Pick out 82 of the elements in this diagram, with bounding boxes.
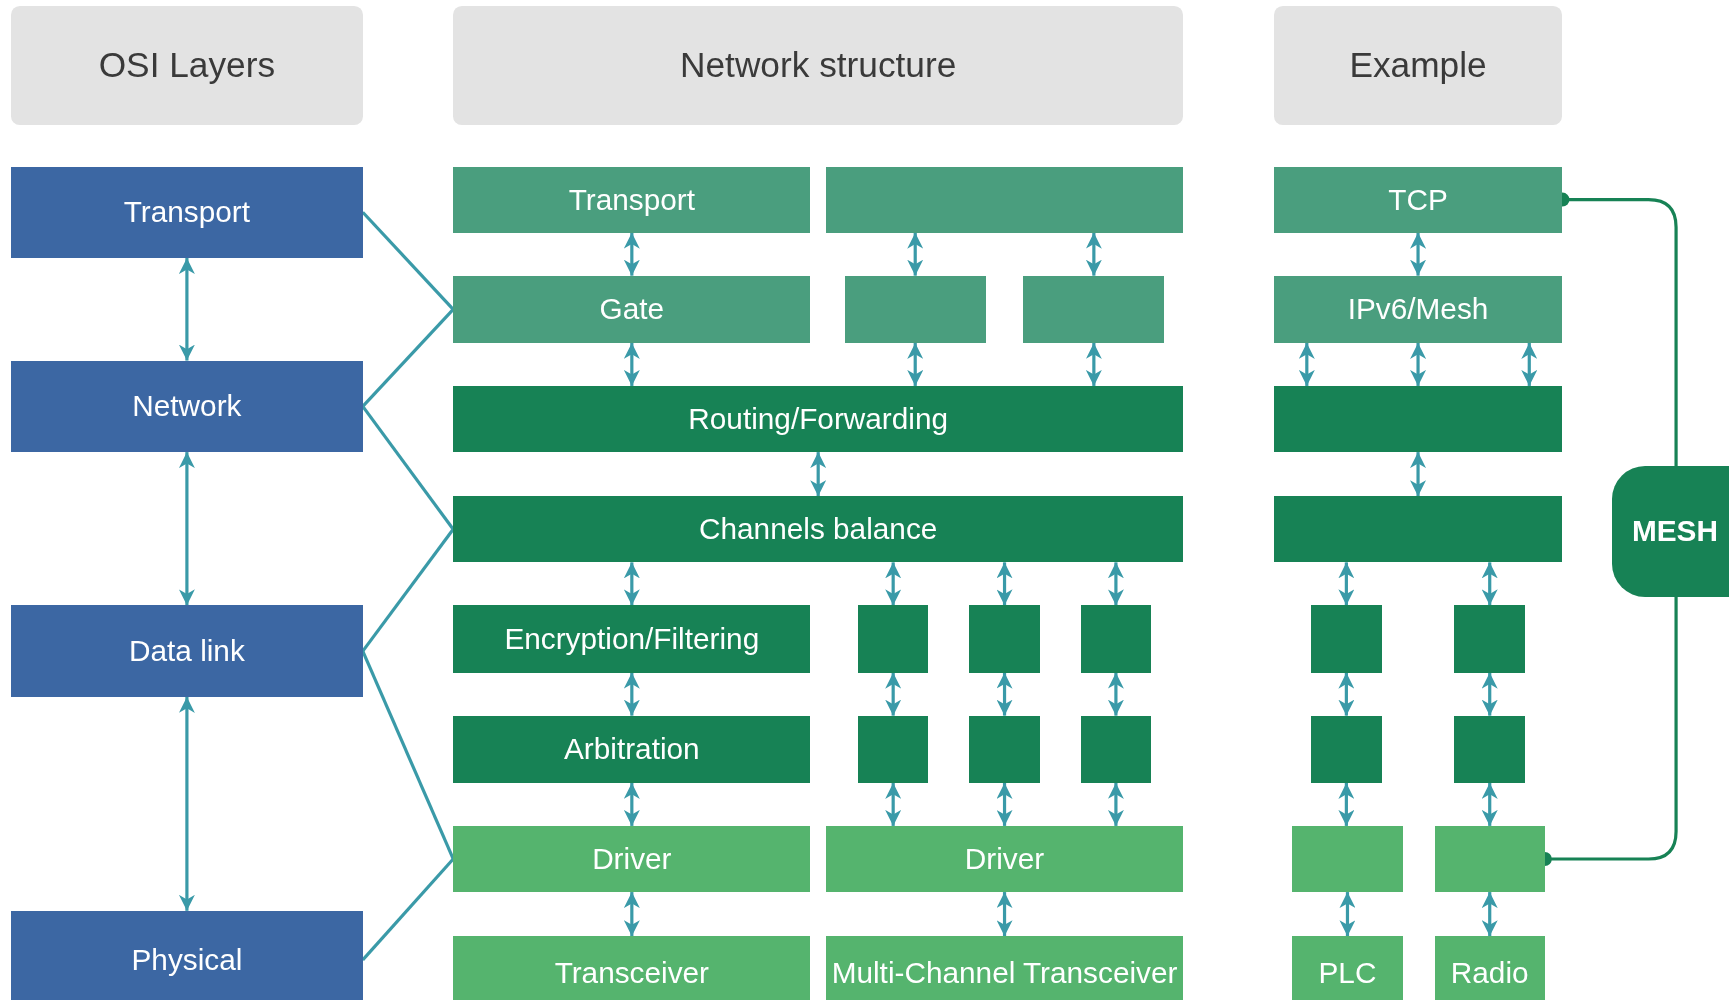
double-arrow — [1107, 672, 1124, 716]
layer-box — [1080, 605, 1152, 673]
double-arrow — [1085, 232, 1102, 276]
column-header: OSI Layers — [11, 5, 363, 125]
layer-box: Encryption/Filtering — [453, 605, 811, 673]
layer-box — [1311, 605, 1382, 673]
double-arrow — [996, 892, 1013, 937]
double-arrow — [996, 562, 1013, 606]
connector-line — [361, 857, 455, 961]
layer-box — [857, 605, 929, 673]
layer-box: Transport — [453, 166, 811, 233]
column-header: Example — [1273, 5, 1563, 125]
double-arrow — [1410, 452, 1427, 497]
double-arrow — [1481, 562, 1498, 606]
mesh-badge: MESH — [1612, 466, 1729, 597]
layer-box: Transceiver — [453, 936, 811, 1000]
layer-box — [825, 166, 1184, 233]
layer-box — [1434, 825, 1545, 893]
double-arrow — [885, 782, 902, 826]
layer-box: PLC — [1292, 936, 1403, 1000]
layer-box — [1080, 715, 1152, 783]
connector-line — [361, 211, 455, 311]
layer-box: Gate — [453, 275, 811, 343]
double-arrow — [810, 452, 827, 497]
double-arrow — [623, 562, 640, 606]
layer-box: Routing/Forwarding — [453, 385, 1184, 453]
double-arrow — [623, 342, 640, 386]
layer-box — [844, 275, 986, 343]
layer-box — [969, 715, 1040, 783]
double-arrow — [623, 782, 640, 826]
double-arrow — [1338, 782, 1355, 826]
double-arrow — [1107, 782, 1124, 826]
double-arrow — [1410, 232, 1427, 276]
connector-line — [361, 528, 455, 653]
double-arrow — [885, 562, 902, 606]
osi-layer-box: Physical — [11, 910, 363, 1000]
double-arrow — [1410, 342, 1427, 386]
double-arrow — [1481, 892, 1498, 937]
double-arrow — [623, 672, 640, 716]
layer-box — [1292, 825, 1403, 893]
layer-box — [1454, 715, 1525, 783]
double-arrow — [1481, 782, 1498, 826]
osi-layer-box: Network — [11, 360, 363, 453]
layer-box: Radio — [1434, 936, 1545, 1000]
layer-box: Channels balance — [453, 496, 1184, 563]
osi-layer-box: Data link — [11, 605, 363, 697]
double-arrow — [1338, 672, 1355, 716]
double-arrow — [623, 892, 640, 937]
double-arrow — [1107, 562, 1124, 606]
double-arrow — [907, 232, 924, 276]
double-arrow — [623, 232, 640, 276]
layer-box — [969, 605, 1040, 673]
double-arrow — [996, 672, 1013, 716]
layer-box — [1311, 715, 1382, 783]
layer-box: IPv6/Mesh — [1273, 275, 1563, 343]
double-arrow — [178, 258, 195, 361]
layer-box: Multi-Channel Transceiver — [825, 936, 1184, 1000]
column-header: Network structure — [453, 5, 1184, 125]
layer-box: TCP — [1273, 166, 1563, 233]
double-arrow — [885, 672, 902, 716]
layer-box: Driver — [825, 825, 1184, 893]
double-arrow — [178, 452, 195, 606]
layer-box — [1273, 385, 1563, 453]
double-arrow — [1521, 342, 1538, 386]
double-arrow — [1298, 342, 1315, 386]
layer-box — [1023, 275, 1165, 343]
double-arrow — [1481, 672, 1498, 716]
double-arrow — [907, 342, 924, 386]
connector-line — [361, 308, 455, 408]
double-arrow — [996, 782, 1013, 826]
connector-line — [361, 405, 455, 531]
layer-box: Arbitration — [453, 715, 811, 783]
layer-box — [1273, 496, 1563, 563]
double-arrow — [1338, 562, 1355, 606]
layer-box — [1454, 605, 1525, 673]
double-arrow — [1339, 892, 1356, 937]
double-arrow — [1085, 342, 1102, 386]
double-arrow — [178, 696, 195, 911]
osi-layer-box: Transport — [11, 166, 363, 258]
layer-box — [857, 715, 929, 783]
layer-box: Driver — [453, 825, 811, 893]
connector-line — [361, 650, 455, 860]
